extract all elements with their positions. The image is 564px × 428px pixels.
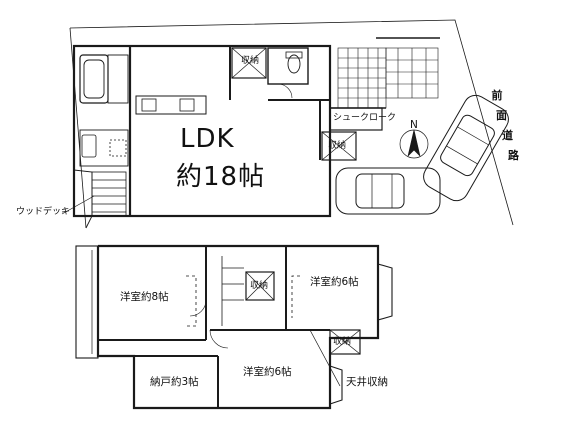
- ldk-title: LDK: [180, 124, 235, 154]
- storage-upper-mid-label: 収納: [250, 281, 269, 291]
- storage-upper-mid: [245, 271, 275, 301]
- storage-right-label: 収納: [328, 141, 347, 151]
- door-arc-toilet: [277, 83, 293, 99]
- porch-tiles: [385, 47, 439, 99]
- storage-top-label: 収納: [241, 56, 260, 66]
- western-6-bottom-label: 洋室約6帖: [243, 366, 292, 378]
- closet-3-label: 納戸約3帖: [150, 376, 199, 388]
- entrance-tiles: [337, 47, 387, 109]
- road-char-3: 道: [502, 129, 513, 142]
- bath-wash: [107, 54, 129, 104]
- wood-deck-leader: [61, 195, 95, 215]
- car-parked-angled: [423, 94, 509, 202]
- road-char-2: 面: [496, 109, 507, 122]
- storage-right: [321, 131, 357, 161]
- compass-arrow: [407, 129, 421, 157]
- shoe-closet-label: シュークローク: [333, 113, 397, 123]
- washroom: [79, 129, 129, 167]
- site-boundary: [69, 19, 514, 226]
- ldk-size: 約18帖: [176, 162, 266, 192]
- wood-deck-label: ウッドデッキ: [16, 207, 71, 217]
- bay-window: [377, 263, 393, 321]
- storage-upper-right-label: 収納: [333, 337, 352, 347]
- upper-outline: [96, 244, 380, 410]
- ceiling-line-left: [186, 275, 197, 327]
- bathtub: [83, 59, 105, 99]
- ceiling-storage-label: 天井収納: [346, 376, 388, 388]
- shoe-closet: [329, 107, 383, 131]
- house-outline: [72, 44, 332, 218]
- storage-top: [231, 47, 267, 79]
- ceiling-storage-leader: [309, 329, 341, 387]
- site-left-edge: [69, 27, 87, 229]
- toilet: [287, 54, 301, 74]
- balcony: [75, 245, 99, 359]
- kitchen-counter: [135, 95, 207, 115]
- western-6-right-label: 洋室約6帖: [310, 276, 359, 288]
- ceiling-line-right: [291, 275, 300, 318]
- wash-basin: [81, 134, 97, 158]
- car-parked-horizontal: [335, 167, 441, 215]
- washing-machine: [109, 139, 127, 157]
- road-char-1: 前: [491, 89, 503, 102]
- storage-upper-right: [329, 329, 361, 355]
- door-arc-upper: [209, 329, 229, 349]
- stairs-ground: [91, 171, 127, 217]
- front-road-label: 前 面 道 路: [490, 86, 520, 166]
- kitchen-stove: [179, 98, 195, 112]
- toilet-room: [267, 47, 309, 85]
- stairs-upper: [221, 256, 244, 326]
- door-arc-8jo: [189, 299, 207, 317]
- kitchen-sink: [141, 98, 157, 112]
- bay-window-bottom: [329, 365, 343, 405]
- compass-label: N: [410, 119, 418, 131]
- wood-deck: [73, 169, 93, 229]
- western-8-label: 洋室約8帖: [120, 291, 169, 303]
